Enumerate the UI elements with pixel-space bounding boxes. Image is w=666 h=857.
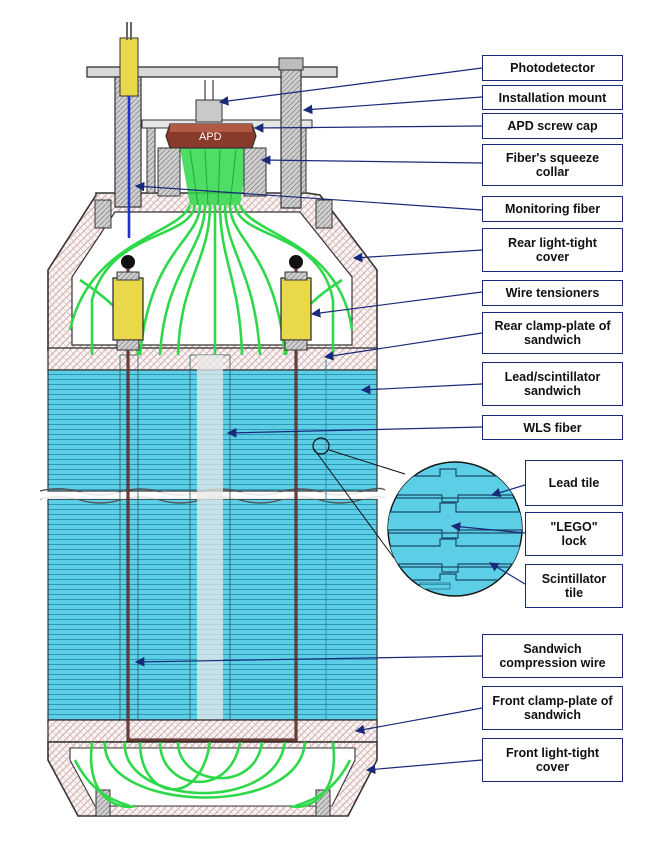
label-rear-clamp-plate: Rear clamp-plate of sandwich xyxy=(482,312,623,354)
label-front-light-tight-cover: Front light-tight cover xyxy=(482,738,623,782)
label-monitoring-fiber: Monitoring fiber xyxy=(482,196,623,222)
wire-tensioners xyxy=(112,255,312,351)
label-lego-lock: "LEGO" lock xyxy=(525,512,623,556)
label-scintillator-tile: Scintillator tile xyxy=(525,564,623,608)
label-rear-light-tight-cover: Rear light-tight cover xyxy=(482,228,623,272)
lead-scintillator-sandwich xyxy=(39,354,386,723)
sandwich-compression-wire xyxy=(126,268,298,742)
leader-arrows xyxy=(134,67,526,775)
label-fibers-squeeze-collar: Fiber's squeeze collar xyxy=(482,144,623,186)
label-lead-scintillator-sandwich: Lead/scintillator sandwich xyxy=(482,362,623,406)
label-front-clamp-plate: Front clamp-plate of sandwich xyxy=(482,686,623,730)
label-photodetector: Photodetector xyxy=(482,55,623,81)
wls-fiber-loops-front xyxy=(73,741,352,809)
label-sandwich-compression-wire: Sandwich compression wire xyxy=(482,634,623,678)
apd-text: APD xyxy=(199,131,222,143)
label-wire-tensioners: Wire tensioners xyxy=(482,280,623,306)
label-apd-screw-cap: APD screw cap xyxy=(482,113,623,139)
label-wls-fiber: WLS fiber xyxy=(482,415,623,440)
label-lead-tile: Lead tile xyxy=(525,460,623,506)
wls-fiber-bundle-rear xyxy=(68,204,354,356)
apd-assembly: APD xyxy=(157,80,267,197)
monitoring-fiber xyxy=(119,22,139,238)
label-installation-mount: Installation mount xyxy=(482,85,623,110)
